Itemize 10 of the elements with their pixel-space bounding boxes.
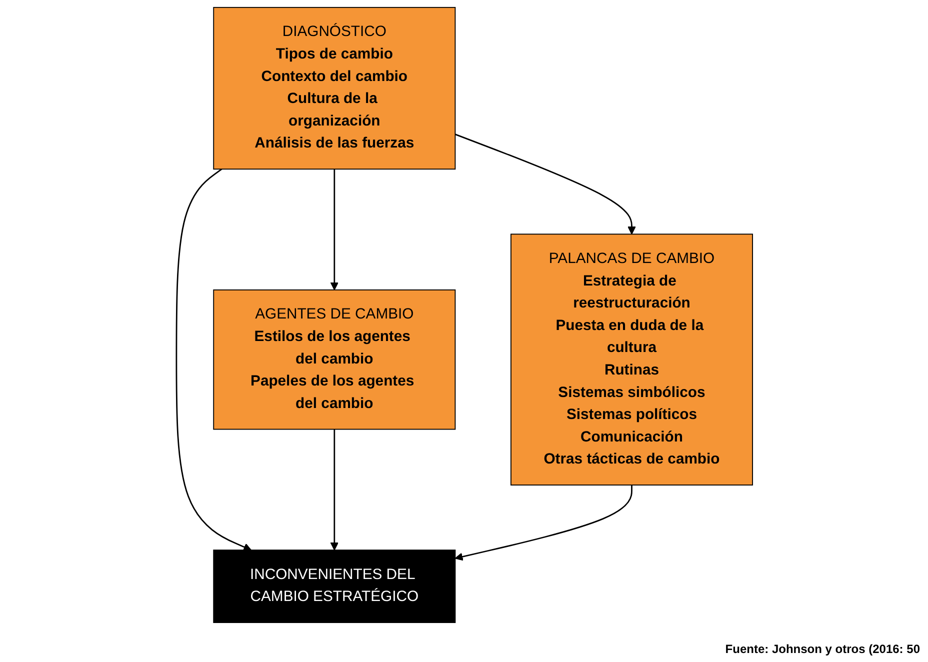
- node-box: PALANCAS DE CAMBIO Estrategia de reestructuración Puesta en duda de la cultura Rutinas Sistemas simbólicos Sistemas políticos Comunicación Otras tácticas de cambio: [510, 234, 752, 486]
- node-box: AGENTES DE CAMBIO Estilos de los agentes del cambio Papeles de los agentes del cambio: [212, 289, 456, 430]
- node-box: DIAGNÓSTICO Tipos de cambio Contexto del cambio Cultura de la organización Análisis de las fuerzas: [212, 6, 456, 170]
- node-box: INCONVENIENTES DEL CAMBIO ESTRATÉGICO: [212, 550, 456, 624]
- arrow: [330, 429, 338, 550]
- arrow: [175, 168, 252, 551]
- arrow: [454, 485, 632, 561]
- arrow: [330, 169, 338, 290]
- arrow: [454, 134, 636, 235]
- source-caption: Fuente: Johnson y otros (2016: 50: [725, 642, 920, 656]
